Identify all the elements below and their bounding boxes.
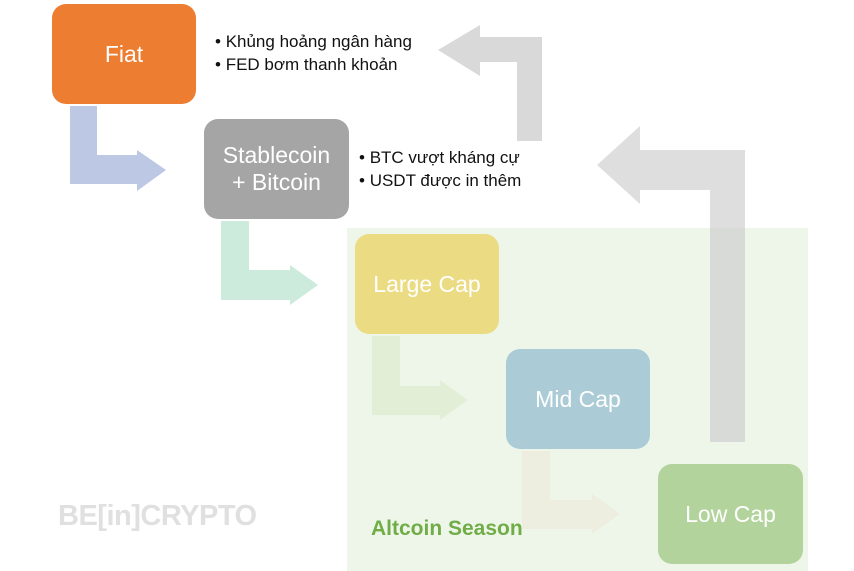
low-cap-box: Low Cap <box>658 464 803 564</box>
stable-label-line2: + Bitcoin <box>232 169 321 195</box>
note-btc-resistance: BTC vượt kháng cự <box>359 146 521 169</box>
arrow-return-upper <box>438 25 542 141</box>
arrow-large-to-mid <box>372 336 468 420</box>
fiat-box: Fiat <box>52 4 196 104</box>
fiat-label: Fiat <box>104 40 144 67</box>
mid-cap-label: Mid Cap <box>535 385 621 412</box>
stablecoin-bitcoin-box: Stablecoin + Bitcoin <box>204 119 349 219</box>
arrow-fiat-to-stable <box>70 106 166 191</box>
low-cap-label: Low Cap <box>685 500 776 527</box>
fiat-notes: Khủng hoảng ngân hàng FED bơm thanh khoả… <box>215 30 412 76</box>
arrow-mid-to-low <box>522 451 620 534</box>
stable-notes: BTC vượt kháng cự USDT được in thêm <box>359 146 522 192</box>
note-bank-crisis: Khủng hoảng ngân hàng <box>215 30 412 53</box>
beincrypto-logo: BE[in]CRYPTO <box>58 500 257 532</box>
altcoin-season-label: Altcoin Season <box>371 517 523 540</box>
arrow-stable-to-large <box>221 221 318 305</box>
stable-label-line1: Stablecoin <box>222 142 331 168</box>
note-fed-liquidity: FED bơm thanh khoản <box>215 53 412 76</box>
mid-cap-box: Mid Cap <box>506 349 650 449</box>
note-usdt-minted: USDT được in thêm <box>359 169 522 192</box>
large-cap-box: Large Cap <box>355 234 499 334</box>
large-cap-label: Large Cap <box>373 270 481 297</box>
arrow-return-lower <box>597 126 745 442</box>
